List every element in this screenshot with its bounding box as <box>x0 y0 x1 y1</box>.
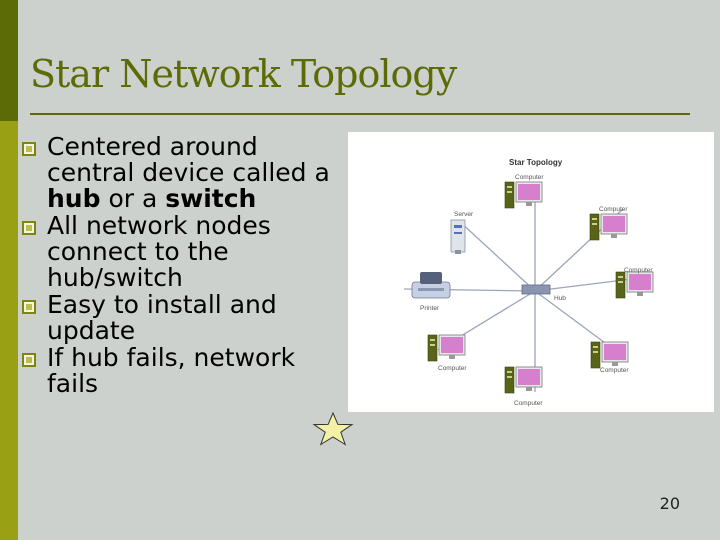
left-accent-bar-top <box>0 0 18 121</box>
bullet-bold-text: switch <box>165 184 257 213</box>
printer <box>411 272 451 299</box>
slide-title: Star Network Topology <box>30 52 457 96</box>
computer-label-bottom: Computer <box>514 400 543 407</box>
hub-label: Hub <box>554 295 566 302</box>
slide-number: 20 <box>659 494 680 513</box>
bullet-text: or a <box>100 184 166 213</box>
bullet-list: Centered around central device called a … <box>22 134 352 398</box>
computer-label-lower-left: Computer <box>438 365 467 372</box>
square-bullet-icon <box>22 142 36 156</box>
computer-bottom <box>504 366 543 394</box>
computer-label-upper-right: Computer <box>599 206 628 213</box>
printer-label: Printer <box>420 305 440 312</box>
computer-label-lower-right: Computer <box>600 367 629 374</box>
bullet-text: If hub fails, network fails <box>47 343 296 398</box>
bullet-item: All network nodes connect to the hub/swi… <box>22 213 352 291</box>
bullet-item: Centered around central device called a … <box>22 134 352 212</box>
bullet-text: Easy to install and update <box>47 290 277 345</box>
computer-lower-right <box>590 341 629 369</box>
square-bullet-icon <box>22 353 36 367</box>
bullet-text: All network nodes connect to the hub/swi… <box>47 211 271 292</box>
computer-lower-left <box>427 334 466 362</box>
computer-upper-right <box>589 213 628 241</box>
computer-label-top: Computer <box>515 174 544 181</box>
server <box>450 219 466 254</box>
bullet-text: Centered around central device called a <box>47 132 330 187</box>
title-underline <box>30 113 690 115</box>
hub-device <box>521 284 551 295</box>
computer-right <box>615 271 654 299</box>
bullet-bold-text: hub <box>47 184 101 213</box>
computer-top <box>504 181 543 209</box>
square-bullet-icon <box>22 221 36 235</box>
network-link <box>457 219 536 292</box>
computer-label-right: Computer <box>624 267 653 274</box>
square-bullet-icon <box>22 300 36 314</box>
diagram-title: Star Topology <box>509 158 563 167</box>
bullet-item: If hub fails, network fails <box>22 345 352 397</box>
bullet-item: Easy to install and update <box>22 292 352 344</box>
star-icon <box>312 412 354 446</box>
server-label: Server <box>454 211 474 218</box>
left-accent-bar <box>0 121 18 540</box>
